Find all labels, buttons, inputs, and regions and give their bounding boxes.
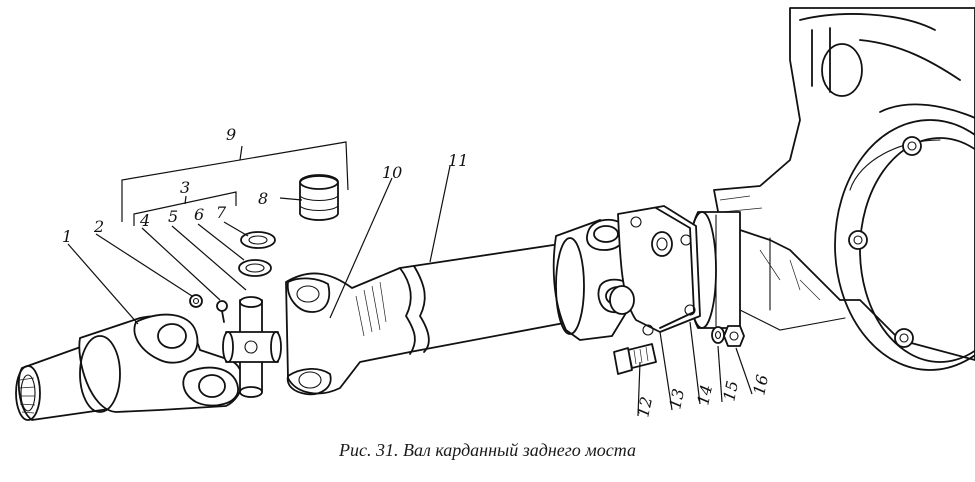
needle-bearing [299, 174, 339, 221]
callout-9: 9 [226, 125, 236, 144]
safety-valve [216, 300, 228, 323]
bracket-group-3 [133, 191, 237, 226]
callout-6: 6 [194, 205, 204, 224]
callout-12: 12 [633, 395, 656, 419]
grease-fitting [189, 294, 203, 308]
seal-cage [238, 259, 272, 277]
callout-1: 1 [62, 227, 72, 246]
housing-bolt [848, 230, 868, 250]
nut [723, 325, 745, 347]
bracket-group-9 [121, 141, 349, 222]
seal-ring [240, 231, 276, 249]
callout-16: 16 [749, 373, 772, 397]
callout-13: 13 [665, 387, 688, 411]
figure-caption: Рис. 31. Вал карданный заднего моста [339, 440, 636, 460]
callout-3: 3 [180, 178, 190, 197]
housing-bolt [902, 136, 922, 156]
slip-yoke [15, 313, 244, 421]
rear-axle-housing [686, 7, 975, 371]
callout-8: 8 [258, 189, 268, 208]
housing-bolt [894, 328, 914, 348]
callout-14: 14 [693, 383, 716, 407]
universal-joint-cross [222, 296, 282, 398]
callout-10: 10 [382, 163, 402, 182]
shaft-tube [285, 243, 581, 396]
callout-5: 5 [168, 207, 178, 226]
leader-lines [67, 165, 753, 417]
flange-yoke [552, 205, 701, 341]
flange-bolt [613, 343, 657, 375]
callout-15: 15 [719, 379, 742, 403]
callout-7: 7 [216, 203, 227, 222]
callout-4: 4 [139, 211, 150, 230]
callout-labels: 1 2 3 4 5 6 7 8 9 10 11 12 13 14 15 16 [62, 125, 772, 419]
lock-washer [711, 326, 725, 344]
callout-2: 2 [93, 217, 104, 236]
callout-11: 11 [448, 151, 468, 170]
